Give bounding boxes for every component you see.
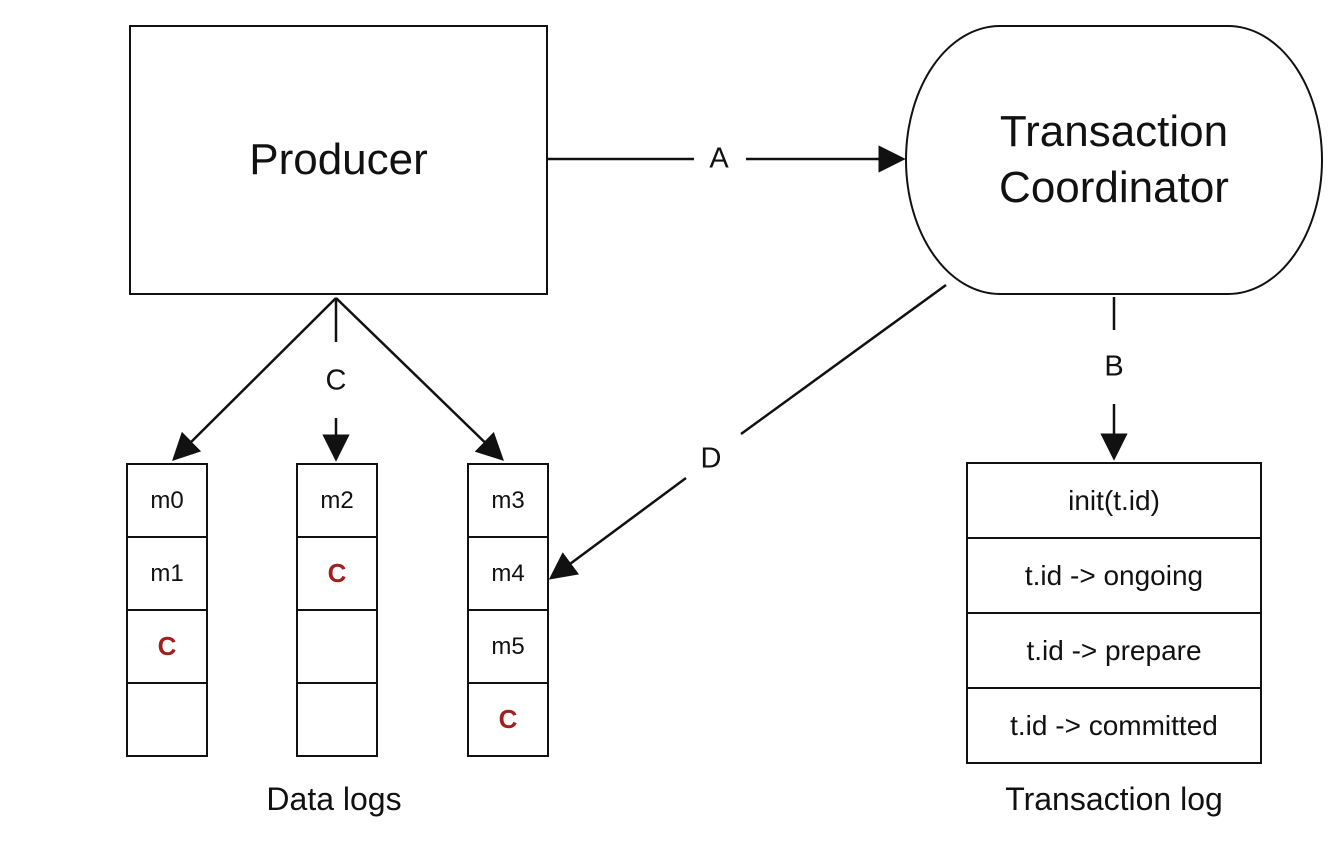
edge-c-left <box>172 297 337 461</box>
coordinator-label-line2: Coordinator <box>999 163 1229 212</box>
empty-log-cell <box>126 682 208 757</box>
producer-label: Producer <box>249 135 428 184</box>
transaction-log-caption: Transaction log <box>1005 781 1223 817</box>
edge-d-segment-1 <box>740 283 947 436</box>
control-marker-cell: C <box>126 609 208 684</box>
edge-c-right <box>335 297 504 461</box>
edge-d-label: D <box>696 442 726 476</box>
data-log-partition-2: m3 m4 m5 C <box>467 463 549 757</box>
data-log-partition-0: m0 m1 C <box>126 463 208 757</box>
edge-c-label: C <box>321 364 351 398</box>
producer-node: Producer <box>129 25 548 295</box>
coordinator-label-line1: Transaction <box>999 107 1229 156</box>
transaction-log-entry: t.id -> committed <box>966 687 1262 764</box>
transaction-log-entry: t.id -> ongoing <box>966 537 1262 614</box>
log-cell: m0 <box>126 463 208 538</box>
log-cell: m1 <box>126 536 208 611</box>
edge-d-segment-2 <box>548 476 687 580</box>
data-log-partition-1: m2 C <box>296 463 378 757</box>
empty-log-cell <box>296 609 378 684</box>
edge-a-label: A <box>705 142 733 176</box>
empty-log-cell <box>296 682 378 757</box>
log-cell: m3 <box>467 463 549 538</box>
log-cell: m5 <box>467 609 549 684</box>
log-cell: m4 <box>467 536 549 611</box>
edge-b-label: B <box>1100 350 1128 384</box>
control-marker-cell: C <box>296 536 378 611</box>
log-cell: m2 <box>296 463 378 538</box>
data-logs-caption: Data logs <box>266 781 402 817</box>
transaction-log-entry: t.id -> prepare <box>966 612 1262 689</box>
control-marker-cell: C <box>467 682 549 757</box>
transaction-coordinator-node: Transaction Coordinator <box>905 25 1323 295</box>
transaction-log-entry: init(t.id) <box>966 462 1262 539</box>
transaction-log: init(t.id) t.id -> ongoing t.id -> prepa… <box>966 462 1262 764</box>
